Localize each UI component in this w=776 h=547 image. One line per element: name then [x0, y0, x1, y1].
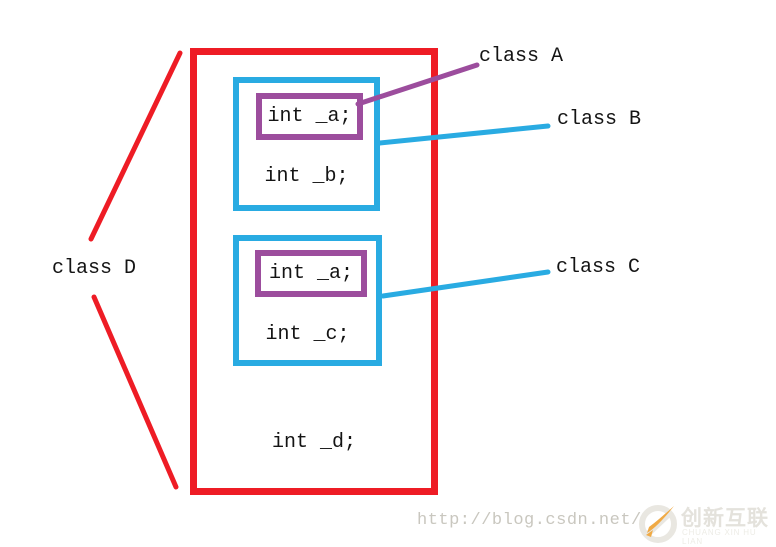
class-d-brace-bottom-line [91, 294, 179, 490]
logo-orange-wedge-shape [646, 530, 653, 537]
watermark-logo-subtext: CHUANG XIN HU LIAN [682, 528, 757, 546]
logo-gray-stroke-shape [646, 512, 671, 536]
member-int-a-in-c: int _a; [268, 262, 353, 285]
class-d-label: class D [52, 257, 137, 280]
watermark-logo-text: 创新互联 [681, 507, 769, 530]
watermark-url-text: http://blog.csdn.net/ [417, 511, 642, 530]
class-d-brace-top-line [88, 50, 183, 242]
class-a-label: class A [479, 45, 564, 68]
member-int-b: int _b; [264, 165, 349, 188]
member-int-c: int _c; [265, 323, 350, 346]
watermark-logo-icon [639, 505, 677, 543]
member-int-a-in-b: int _a; [267, 105, 352, 128]
class-b-label: class B [557, 108, 642, 131]
member-int-d: int _d; [271, 431, 356, 454]
logo-orange-swoosh-shape [647, 506, 674, 533]
logo-ring-shape [639, 505, 677, 543]
class-c-box [233, 235, 382, 366]
class-c-label: class C [556, 256, 641, 279]
class-a-box-in-b: int _a; [256, 93, 363, 140]
class-a-box-in-c: int _a; [255, 250, 367, 297]
class-b-box [233, 77, 380, 211]
